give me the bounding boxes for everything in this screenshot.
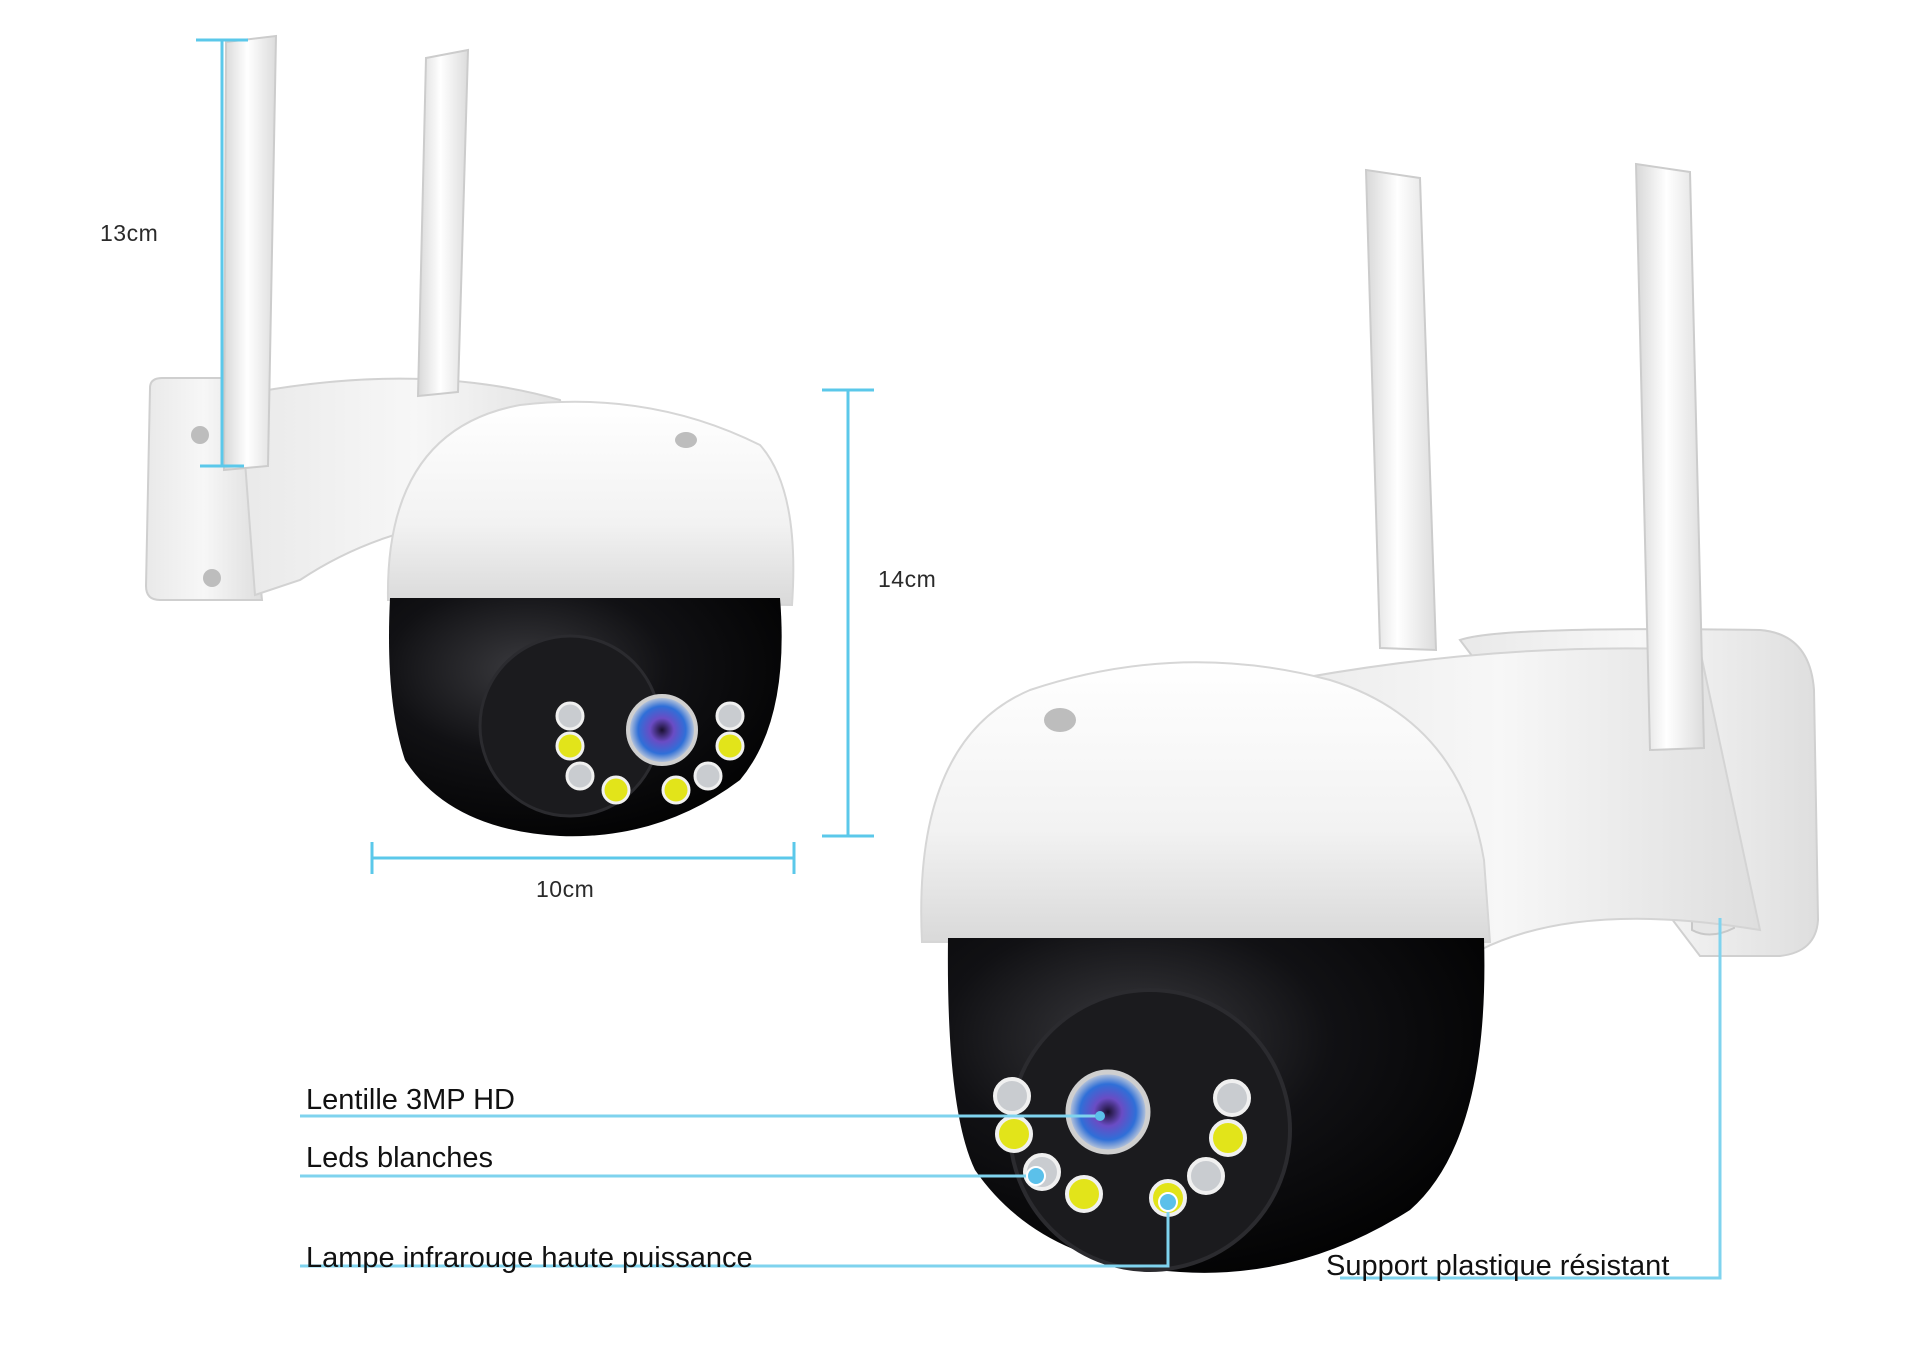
ir-led — [555, 731, 585, 761]
white-led — [1213, 1079, 1251, 1117]
dim-label-antenna-height: 13cm — [100, 220, 159, 246]
dimension-lines — [196, 38, 874, 874]
dim-label-body-width: 10cm — [536, 876, 595, 902]
white-led — [565, 761, 595, 791]
shell-top — [386, 400, 795, 607]
camera-lens — [626, 694, 698, 766]
antenna-left — [1364, 168, 1438, 652]
shell-top — [920, 661, 1492, 943]
white-led — [993, 1077, 1031, 1115]
ir-led — [715, 731, 745, 761]
antenna-right — [416, 48, 470, 398]
ir-led — [1065, 1175, 1103, 1213]
camera-small — [144, 34, 795, 837]
callout-lines — [300, 918, 1722, 1280]
white-led — [693, 761, 723, 791]
ir-led — [1209, 1119, 1247, 1157]
camera-lens — [1065, 1069, 1151, 1155]
callout-line-ir-lamp — [300, 1202, 1170, 1268]
callout-white-leds: Leds blanches — [306, 1142, 494, 1174]
callout-lens: Lentille 3MP HD — [306, 1084, 516, 1116]
ir-led — [661, 775, 691, 805]
led-ring — [478, 634, 745, 818]
callout-line-mount — [1340, 918, 1722, 1280]
dim-label-body-height: 14cm — [878, 566, 937, 592]
white-led — [555, 701, 585, 731]
shell-hole — [1044, 708, 1076, 732]
white-led — [715, 701, 745, 731]
antenna-right — [1634, 162, 1706, 752]
screw-hole — [203, 569, 221, 587]
ir-led — [995, 1115, 1033, 1153]
camera-large — [920, 162, 1820, 1273]
ir-led — [601, 775, 631, 805]
screw-hole — [191, 426, 209, 444]
white-led — [1187, 1157, 1225, 1195]
callout-ir-lamp: Lampe infrarouge haute puissance — [306, 1242, 753, 1274]
antenna-left — [222, 34, 278, 472]
shell-hole — [675, 432, 697, 448]
callout-mount: Support plastique résistant — [1326, 1250, 1670, 1282]
